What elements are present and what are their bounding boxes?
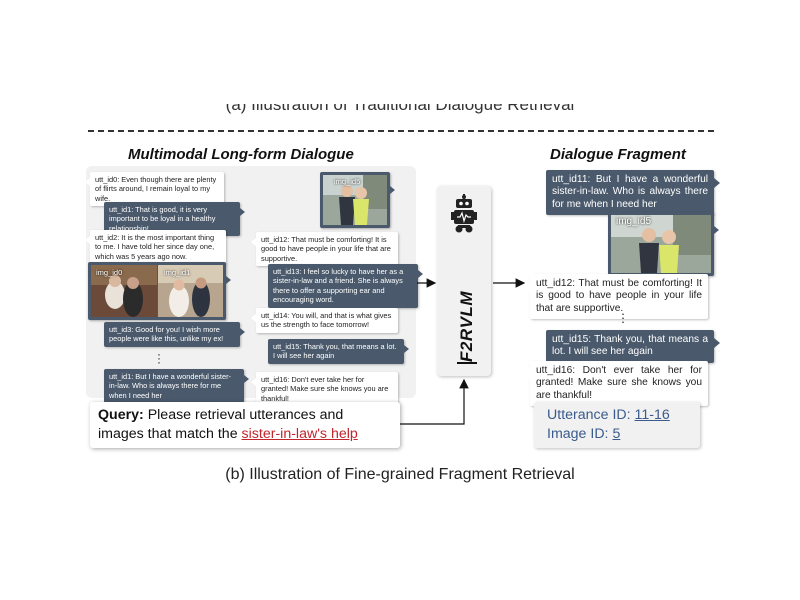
image-label-img0: img_id0: [96, 268, 123, 277]
dialogue-bubble-utt15: utt_id15: Thank you, that means a lot. I…: [268, 339, 409, 364]
fragment-bubble-utt12: utt_id12: That must be comforting! It is…: [524, 274, 708, 320]
image-label-img5: img_id5: [334, 177, 361, 186]
fragment-bubble-utt16: utt_id16: Don't ever take her for grante…: [524, 361, 708, 407]
arrow-query-to-model: [400, 378, 469, 425]
dialogue-bubble-utt3: utt_id3: Good for you! I wish more peopl…: [104, 322, 245, 347]
image-frame-img5: img_id5: [320, 172, 395, 228]
image-id-value: 5: [612, 426, 621, 442]
fragment-image-frame: img_id5: [608, 212, 719, 276]
ellipsis-left: ···: [157, 347, 161, 369]
query-label: Query:: [98, 407, 144, 423]
dialogue-bubble-utt14: utt_id14: You will, and that is what giv…: [251, 308, 398, 333]
model-box: F2RVLM: [437, 186, 491, 376]
dialogue-bubble-utt13: utt_id13: I feel so lucky to have her as…: [268, 264, 423, 308]
dialogue-bubble-utt11: utt_id1: But I have a wonderful sister-i…: [104, 369, 249, 404]
query-highlight: sister-in-law's help: [241, 426, 358, 442]
fragment-bubble-utt11: utt_id11: But I have a wonderful sister-…: [546, 170, 720, 216]
bottom-caption: (b) Illustration of Fine-grained Fragmen…: [225, 466, 575, 483]
dialogue-bubble-utt16: utt_id16: Don't ever take her for grante…: [251, 372, 398, 407]
image-pair-frame: img_id0 img_id1: [88, 262, 231, 320]
dialogue-bubble-utt12: utt_id12: That must be comforting! It is…: [251, 232, 398, 267]
wedding-photo-pair: [91, 265, 223, 317]
dialogue-bubble-utt2: utt_id2: It is the most important thing …: [85, 230, 226, 265]
query-text: Please retrieval utterances and images t…: [98, 407, 344, 442]
query-box: Query: Please retrieval utterances and i…: [90, 402, 400, 448]
right-section-title: Dialogue Fragment: [550, 146, 686, 163]
fragment-image-label: img_id5: [616, 216, 652, 227]
utterance-id-value: 11-16: [634, 407, 670, 423]
two-women-photo-large: [611, 215, 711, 273]
model-underline: [457, 362, 477, 364]
image-id-label: Image ID:: [547, 426, 609, 442]
utterance-id-label: Utterance ID:: [547, 407, 631, 423]
result-box: Utterance ID: 11-16 Image ID: 5: [534, 402, 700, 448]
fragment-bubble-utt15: utt_id15: Thank you, that means a lot. I…: [546, 330, 720, 363]
ellipsis-right: ···: [620, 306, 626, 329]
section-divider: [88, 130, 714, 132]
two-women-photo: [323, 175, 387, 225]
left-section-title: Multimodal Long-form Dialogue: [128, 146, 354, 163]
robot-icon: [451, 194, 477, 233]
image-label-img1: img_id1: [164, 268, 191, 277]
top-caption: (a) Illustration of Traditional Dialogue…: [225, 104, 575, 114]
dialogue-bubble-utt0: utt_id0: Even though there are plenty of…: [85, 172, 224, 207]
